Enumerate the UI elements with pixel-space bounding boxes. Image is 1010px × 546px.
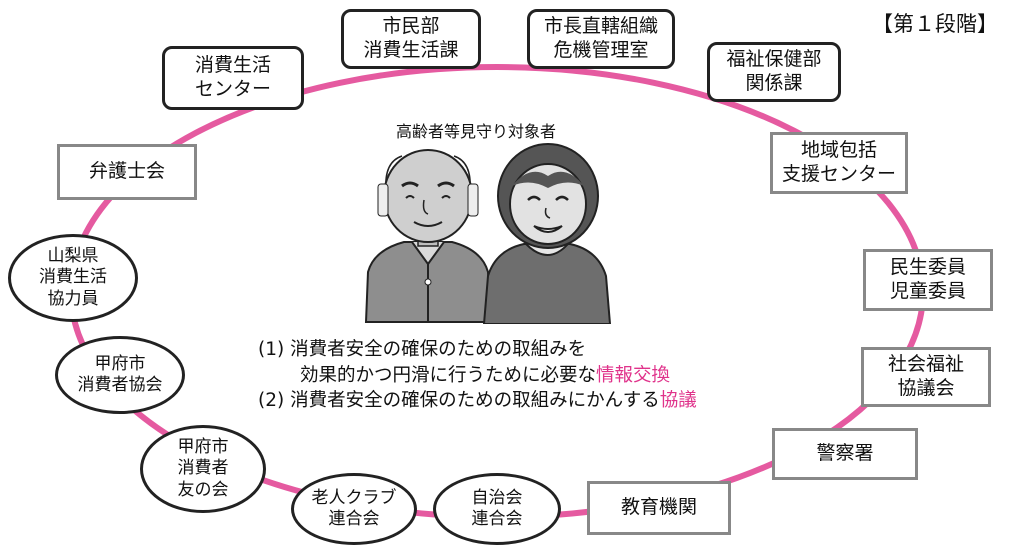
- target-label: 高齢者等見守り対象者: [396, 122, 557, 141]
- node-label: 老人クラブ 連合会: [311, 487, 397, 529]
- purpose-list: (1) 消費者安全の確保のための取組みを 効果的かつ円滑に行うために必要な情報交…: [258, 337, 697, 414]
- node-label: 自治会 連合会: [471, 487, 523, 529]
- node-bengoshikai: 弁護士会: [57, 144, 197, 200]
- node-shohisha-kyokai: 甲府市 消費者協会: [55, 336, 185, 414]
- node-label: 民生委員 児童委員: [889, 256, 966, 302]
- purpose-1-line-2: 効果的かつ円滑に行うために必要な情報交換: [258, 363, 697, 389]
- node-minsei-iin: 民生委員 児童委員: [863, 249, 993, 311]
- node-shohi-seikatsu-center: 消費生活 センター: [162, 46, 304, 110]
- purpose-1-line-1: (1) 消費者安全の確保のための取組みを: [258, 337, 697, 363]
- node-label: 市民部 消費生活課: [363, 15, 459, 61]
- node-roujin-club: 老人クラブ 連合会: [291, 473, 417, 545]
- node-keisatsusho: 警察署: [772, 428, 918, 480]
- node-label: 警察署: [816, 442, 874, 465]
- node-label: 市長直轄組織 危機管理室: [543, 15, 658, 61]
- purpose-2-text: (2) 消費者安全の確保のための取組みにかんする: [258, 390, 660, 412]
- purpose-1-text: (1) 消費者安全の確保のための取組みを: [258, 339, 587, 360]
- node-shakai-fukushi-kyogikai: 社会福祉 協議会: [861, 347, 991, 407]
- node-shimin-shohi-seikatsu: 市民部 消費生活課: [341, 9, 481, 69]
- keyword-kyogi: 協議: [659, 390, 697, 412]
- node-chiiki-houkatsu: 地域包括 支援センター: [770, 132, 908, 194]
- node-label: 地域包括 支援センター: [781, 139, 896, 185]
- node-label: 山梨県 消費生活 協力員: [39, 246, 107, 309]
- node-label: 甲府市 消費者 友の会: [177, 437, 229, 500]
- node-label: 弁護士会: [88, 160, 165, 183]
- stage-label: 【第１段階】: [872, 12, 998, 36]
- node-kiki-kanri: 市長直轄組織 危機管理室: [527, 9, 675, 69]
- node-label: 教育機関: [620, 496, 697, 519]
- purpose-2-line: (2) 消費者安全の確保のための取組みにかんする協議: [258, 388, 697, 414]
- node-jichikai-rengokai: 自治会 連合会: [433, 473, 561, 545]
- node-kyoiku-kikan: 教育機関: [587, 481, 731, 535]
- purpose-1-cont: 効果的かつ円滑に行うために必要な: [300, 364, 597, 386]
- node-fukushi-hoken: 福祉保健部 関係課: [707, 42, 841, 102]
- node-label: 甲府市 消費者協会: [77, 353, 163, 395]
- node-label: 消費生活 センター: [194, 54, 271, 100]
- node-label: 社会福祉 協議会: [887, 353, 964, 399]
- node-tomonokai: 甲府市 消費者 友の会: [140, 425, 266, 513]
- keyword-joho-kokan: 情報交換: [596, 364, 671, 386]
- elderly-couple-illustration: [364, 143, 612, 324]
- node-kyoryokuin: 山梨県 消費生活 協力員: [8, 234, 138, 322]
- node-label: 福祉保健部 関係課: [726, 48, 822, 94]
